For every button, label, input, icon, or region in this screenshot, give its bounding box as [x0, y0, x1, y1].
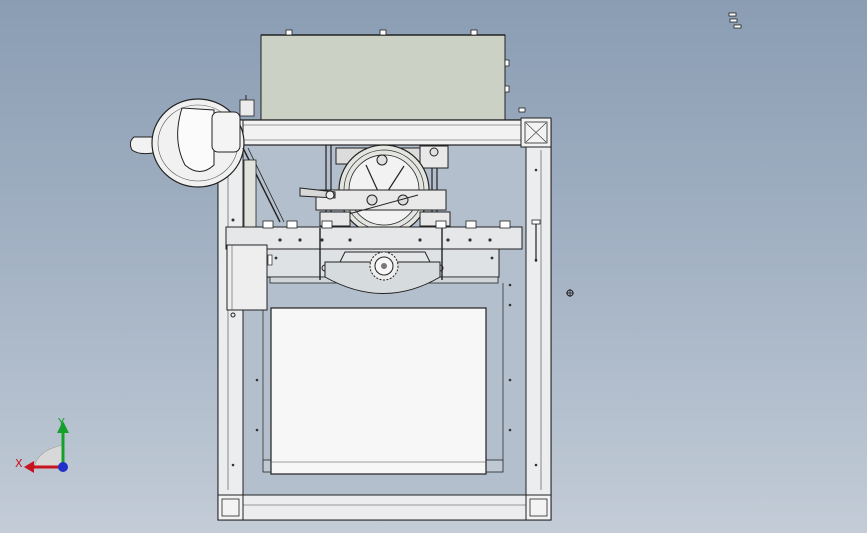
work-table-plate [262, 283, 504, 475]
triad-y-label: Y [58, 416, 65, 429]
view-orientation-icon[interactable] [728, 12, 742, 30]
feed-mechanism [299, 144, 451, 236]
control-box [226, 244, 273, 311]
coordinate-triad: X Y [0, 405, 90, 485]
origin-marker-icon [566, 289, 574, 297]
indexing-gear [324, 251, 441, 294]
top-tube-rail [217, 117, 552, 148]
triad-x-label: X [15, 457, 23, 470]
triad-arrows [24, 421, 69, 473]
spindle-motor-housing [129, 95, 255, 188]
